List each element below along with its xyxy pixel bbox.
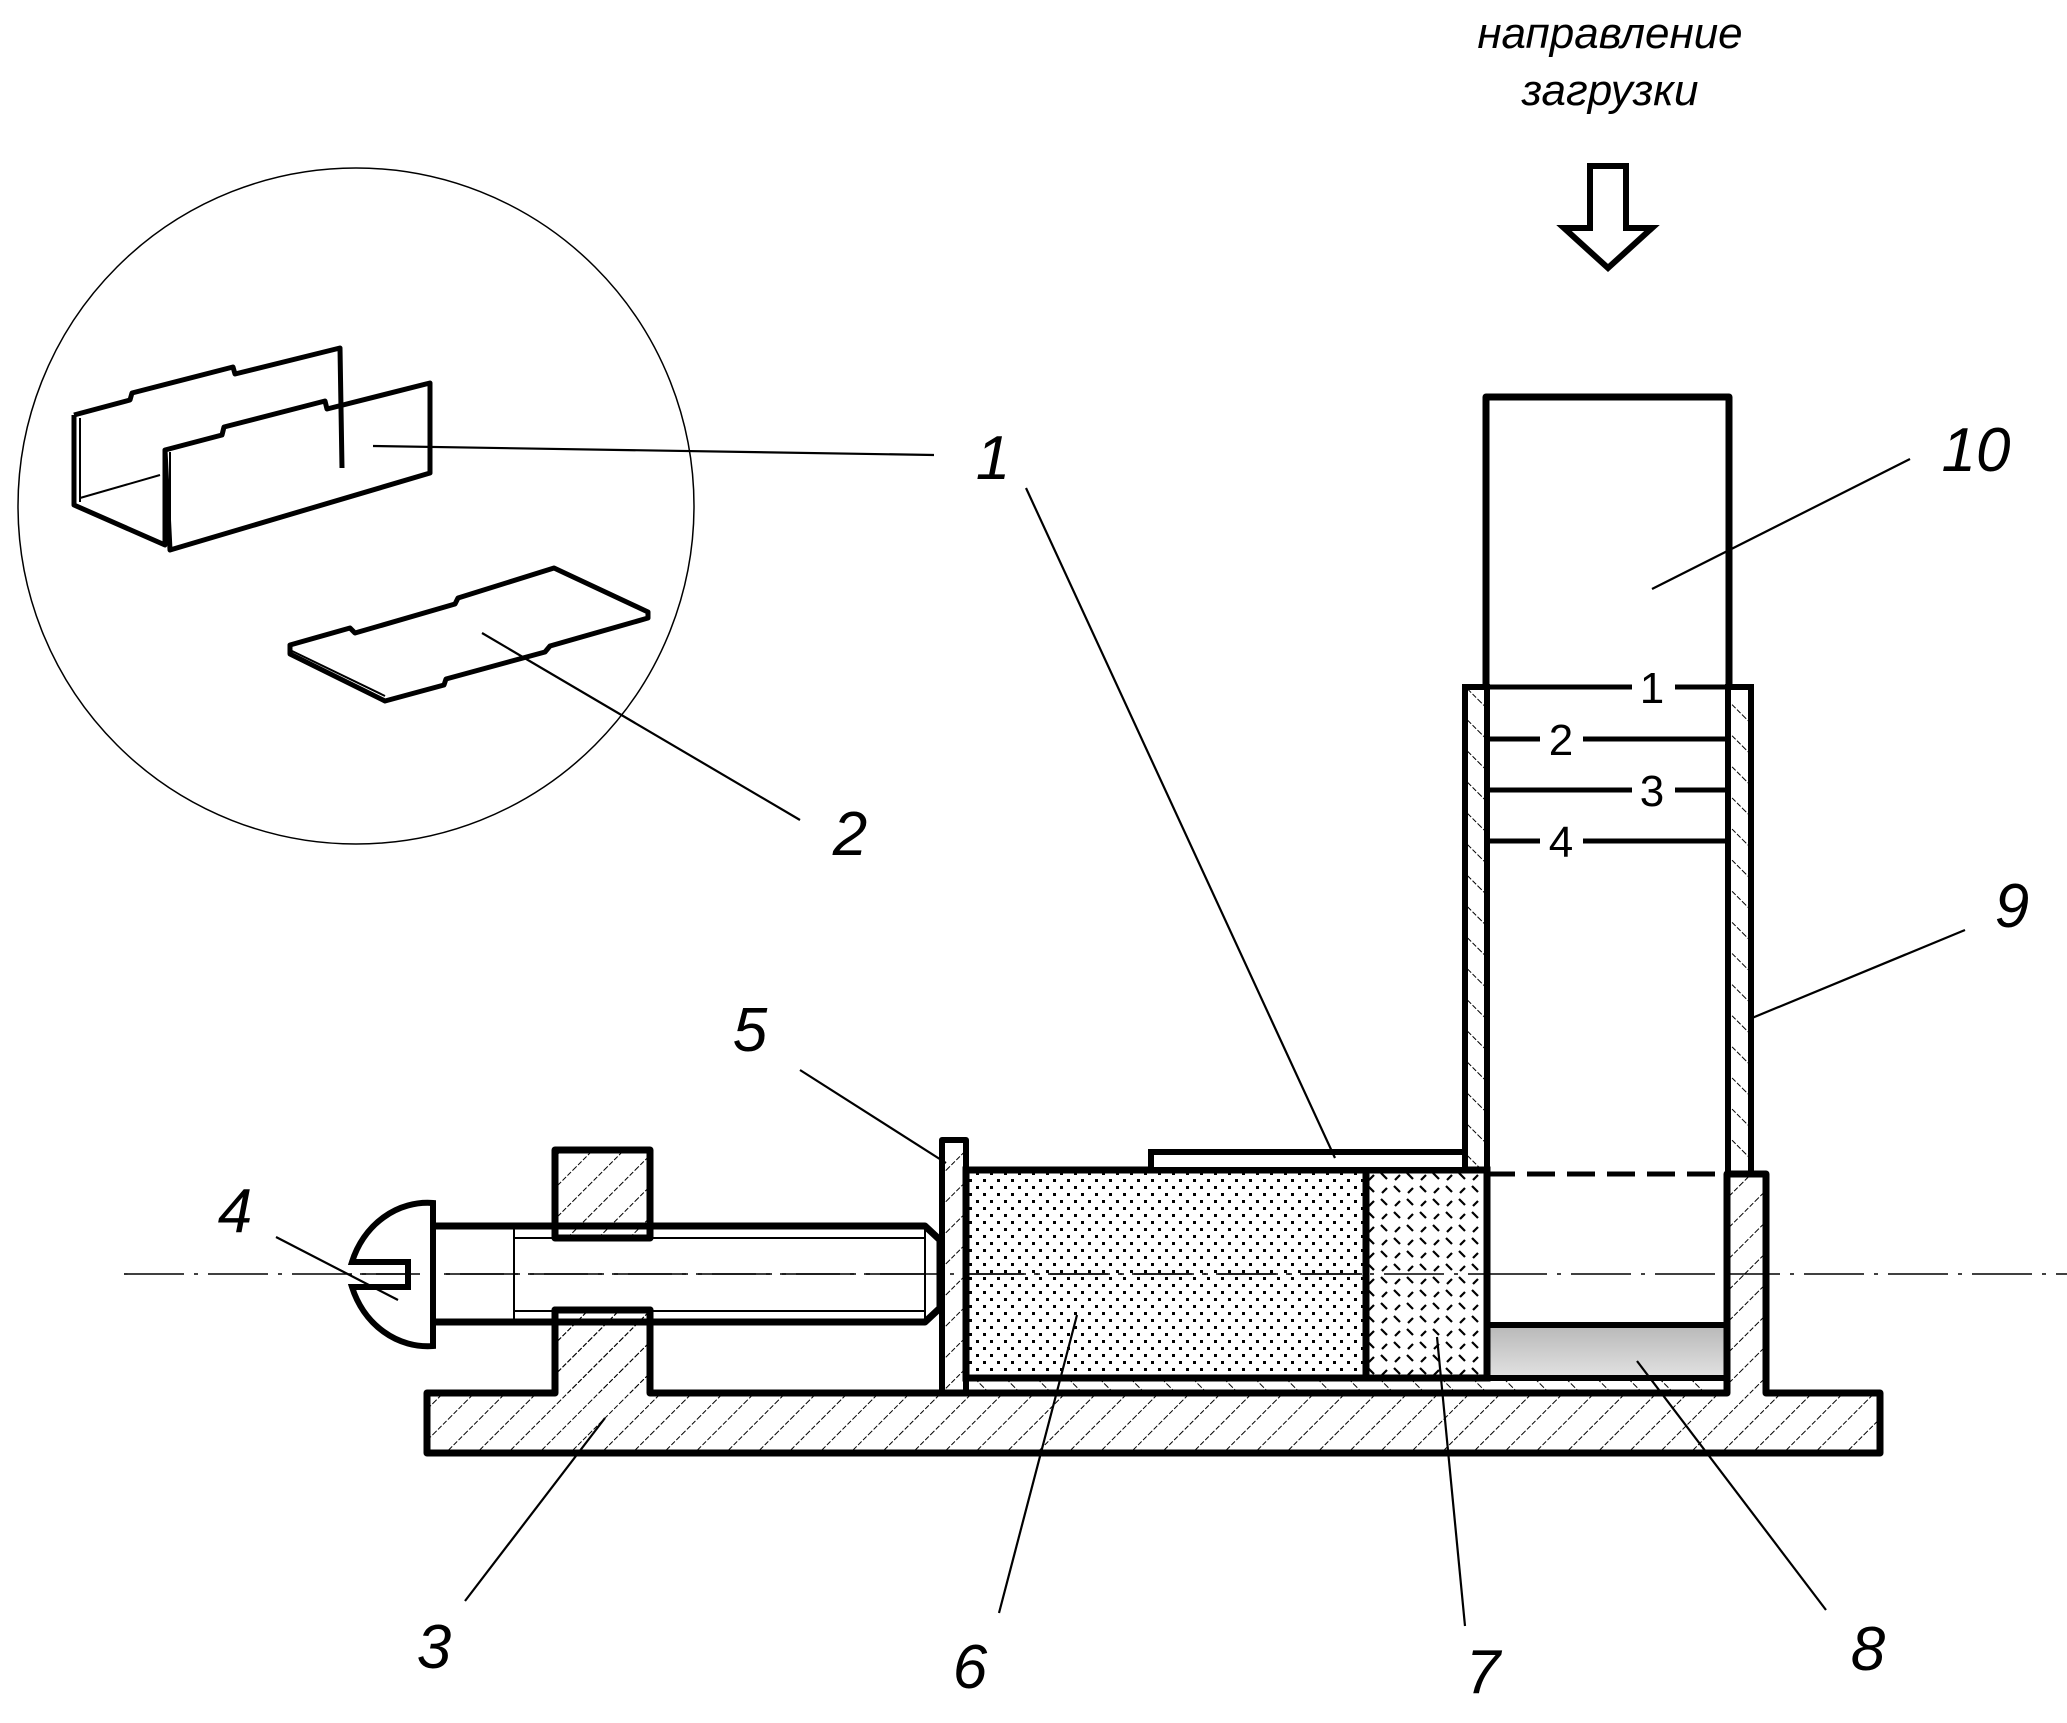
leader-9 — [1751, 928, 1966, 1020]
rod-10 — [1482, 393, 1733, 687]
callout-6: 6 — [953, 1633, 988, 1702]
callout-8: 8 — [1851, 1615, 1886, 1684]
sample-block-7 — [1362, 1166, 1491, 1382]
callout-7: 7 — [1466, 1638, 1503, 1707]
callout-9: 9 — [1995, 872, 2029, 941]
screw-head — [347, 1199, 436, 1350]
level-mark-4: 4 — [1549, 818, 1573, 867]
callout-5: 5 — [733, 996, 768, 1065]
callout-4: 4 — [218, 1177, 252, 1246]
leader-1 — [1025, 487, 1336, 1159]
detail-circle — [17, 167, 695, 845]
detail-view — [17, 167, 935, 845]
layer-8 — [1484, 1322, 1730, 1381]
level-marks: 1 2 3 4 — [1465, 664, 1751, 867]
leader-3 — [464, 1417, 606, 1602]
tube-9 — [1462, 684, 1754, 1177]
callout-2: 2 — [832, 800, 867, 869]
boss-fill — [555, 1310, 650, 1393]
leader-2 — [481, 632, 801, 821]
leader-8 — [1636, 1360, 1827, 1611]
leader-6 — [997, 1314, 1079, 1614]
leader-lines — [275, 458, 1966, 1627]
load-direction-caption: направление загрузки — [1477, 9, 1742, 115]
callout-10: 10 — [1942, 416, 2011, 485]
caption-line-1: направление — [1477, 9, 1742, 58]
level-mark-1: 1 — [1640, 664, 1664, 713]
boss-outline — [551, 1306, 654, 1393]
leader-5 — [799, 1069, 947, 1164]
plate-part-2 — [287, 565, 651, 704]
level-mark-3: 3 — [1640, 767, 1664, 816]
down-arrow-icon — [1556, 163, 1660, 273]
callout-labels: 1 2 3 4 5 6 7 8 9 10 — [218, 416, 2029, 1707]
leader-1-detail — [372, 444, 935, 457]
callout-1: 1 — [976, 424, 1010, 493]
leader-10 — [1651, 458, 1911, 590]
leader-7 — [1435, 1336, 1467, 1627]
callout-3: 3 — [417, 1613, 451, 1682]
caption-line-2: загрузки — [1521, 66, 1699, 115]
leader-4 — [275, 1236, 399, 1301]
channel-part-1 — [71, 345, 433, 553]
level-mark-2: 2 — [1549, 716, 1573, 765]
strip-plate-1 — [1148, 1149, 1468, 1173]
pusher-plate-5 — [939, 1137, 969, 1396]
